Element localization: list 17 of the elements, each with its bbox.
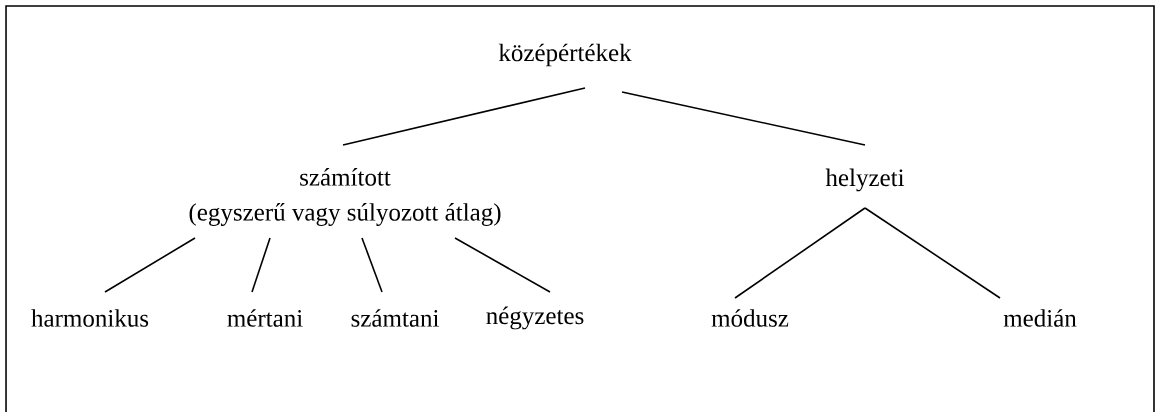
- tree-label: módusz: [711, 309, 789, 327]
- connector-line: [621, 91, 866, 146]
- connector-line: [361, 237, 383, 293]
- tree-label: számtani: [351, 309, 439, 327]
- connector-line: [104, 237, 196, 293]
- tree-label: mértani: [227, 309, 303, 327]
- connector-line: [864, 207, 1001, 299]
- connector-line: [454, 237, 551, 293]
- tree-label: helyzeti: [825, 168, 905, 192]
- tree-label: medián: [1003, 309, 1077, 327]
- connector-line: [734, 207, 866, 299]
- tree-label: négyzetes: [486, 306, 584, 330]
- connector-line: [251, 237, 271, 293]
- tree-label: középértékek: [498, 43, 632, 67]
- tree-label: számított (egyszerű vagy súlyozott átlag): [189, 168, 501, 226]
- connector-line: [342, 87, 586, 146]
- tree-label: harmonikus: [31, 309, 149, 327]
